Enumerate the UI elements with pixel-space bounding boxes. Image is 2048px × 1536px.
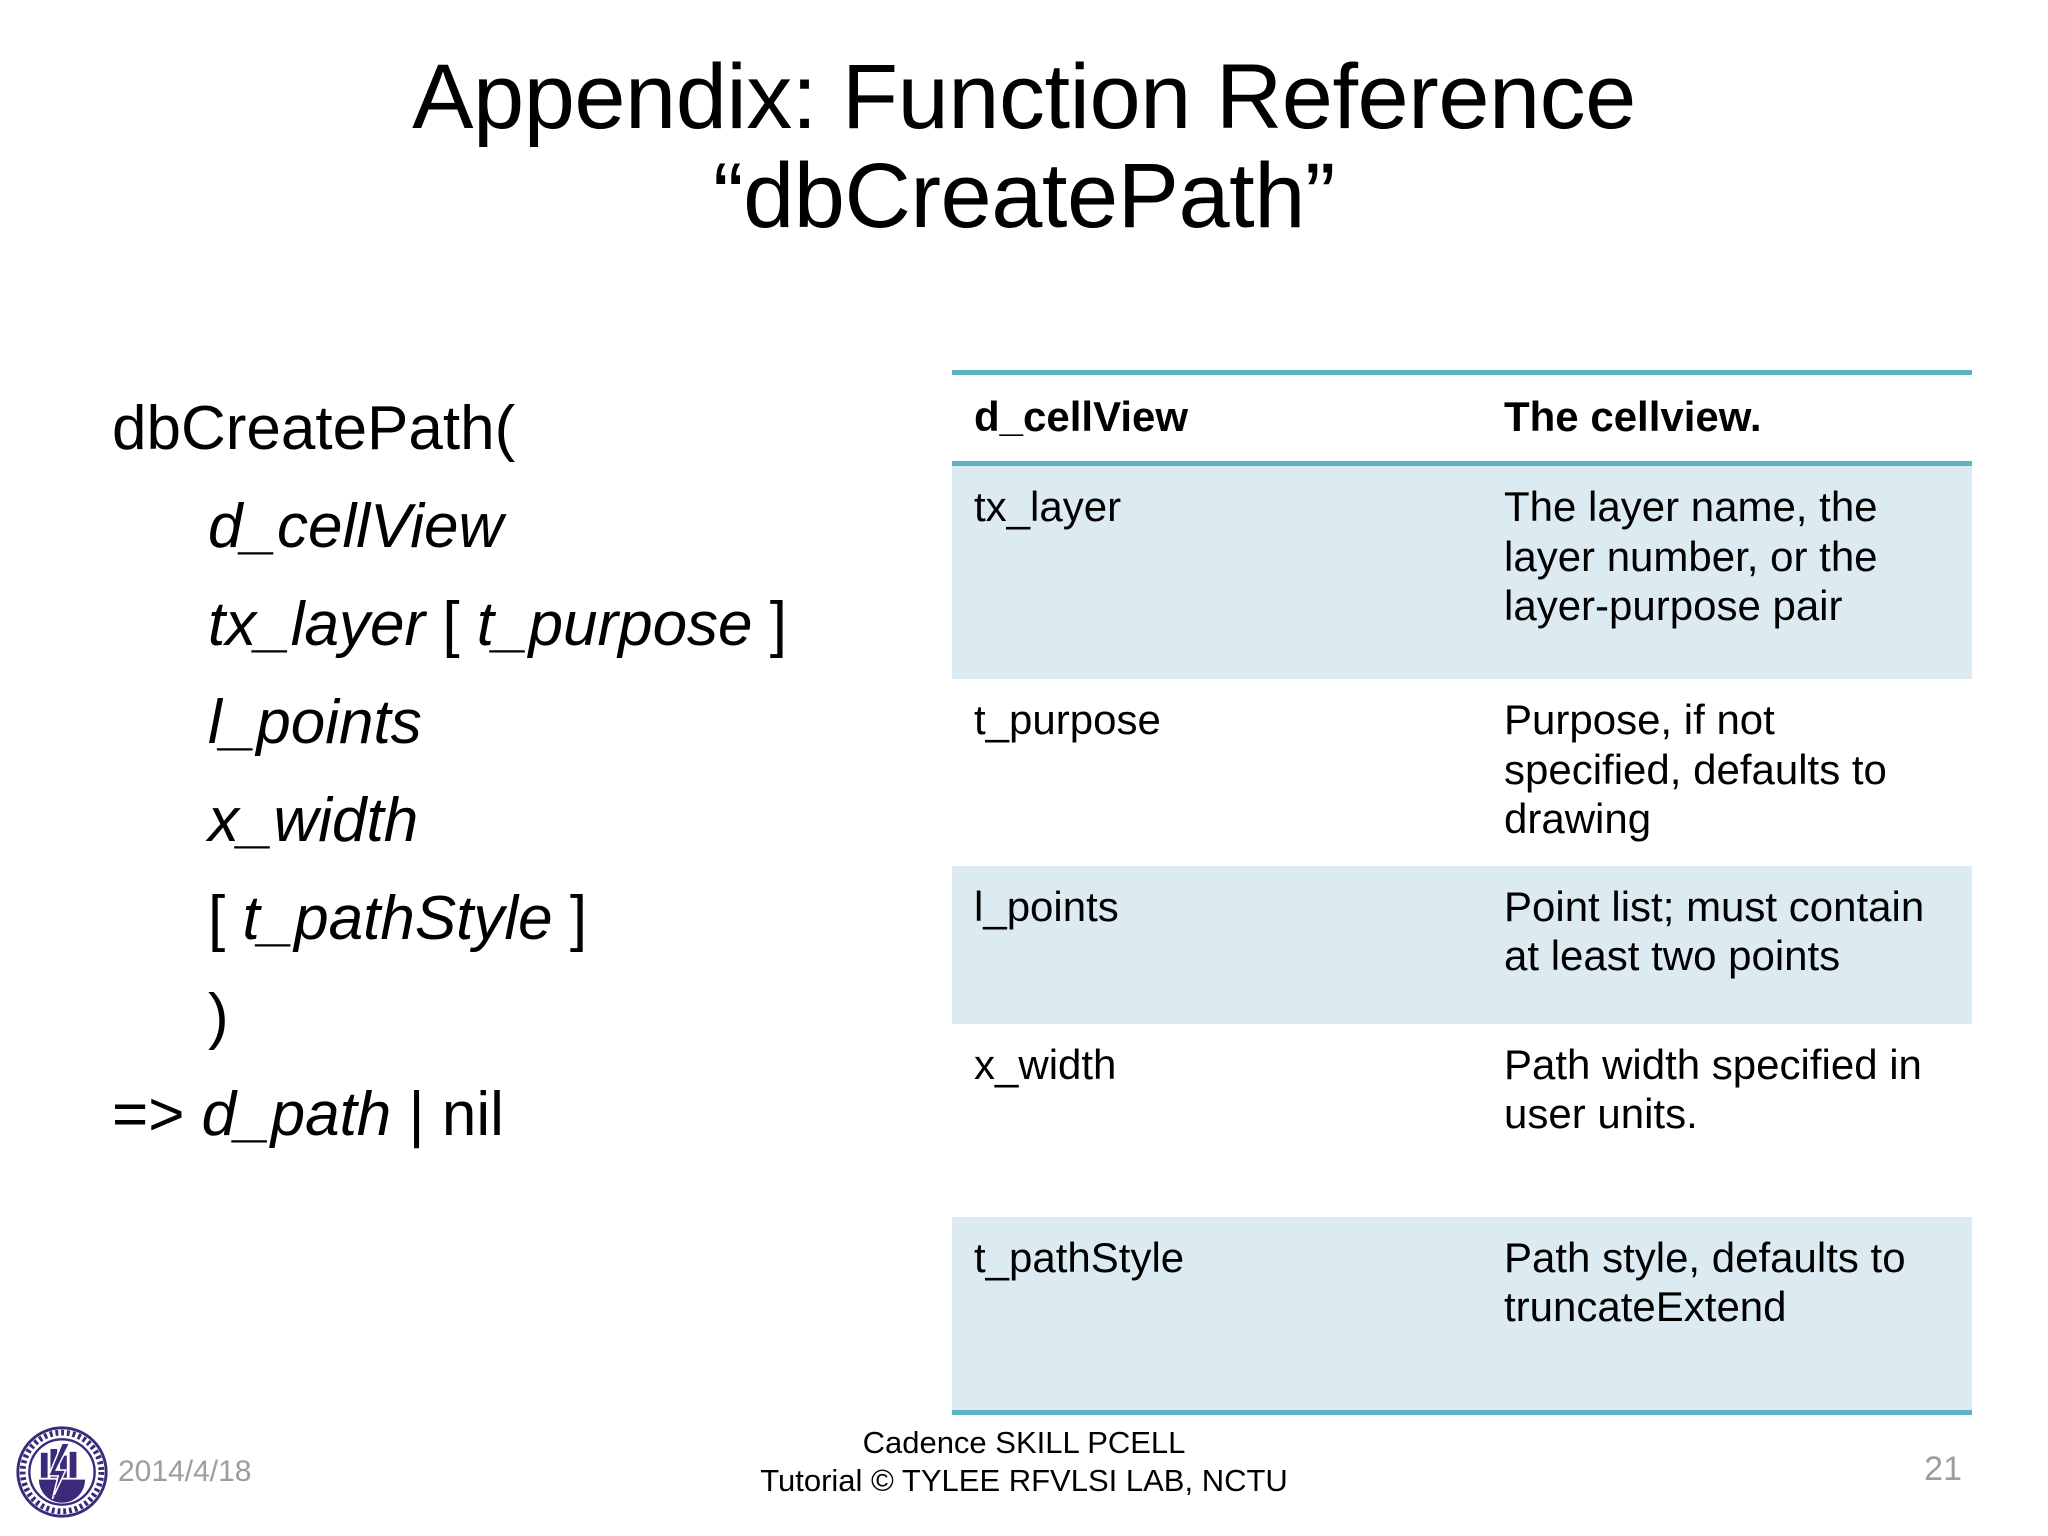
title-line-2: “dbCreatePath” <box>713 145 1336 248</box>
header-cell-description: The cellview. <box>1482 370 1972 466</box>
table-row: x_width Path width specified in user uni… <box>952 1023 1972 1217</box>
cell-param-description: Point list; must contain at least two po… <box>1482 865 1972 1024</box>
signature-line-return: => d_path | nil <box>112 1066 832 1164</box>
nctu-seal-logo: 1896 <box>14 1424 110 1520</box>
page-number: 21 <box>1924 1450 1962 1488</box>
arg-t-purpose: t_purpose <box>476 590 753 659</box>
close-paren: ) <box>208 982 229 1051</box>
cell-param-description: The layer name, the layer number, or the… <box>1482 463 1972 679</box>
bracket-open-pathstyle: [ <box>208 884 243 953</box>
footer-line-1: Cadence SKILL PCELL <box>862 1425 1186 1460</box>
signature-line-t-pathstyle: [ t_pathStyle ] <box>112 870 832 968</box>
signature-line-l-points: l_points <box>112 674 832 772</box>
cell-param-name: t_purpose <box>952 679 1482 866</box>
parameter-table: d_cellView The cellview. tx_layer The la… <box>952 370 1972 1415</box>
return-value-nil: | nil <box>391 1080 504 1149</box>
table-row: tx_layer The layer name, the layer numbe… <box>952 463 1972 679</box>
cell-param-description: Purpose, if not specified, defaults to d… <box>1482 679 1972 866</box>
header-cell-name: d_cellView <box>952 370 1482 466</box>
bracket-close-pathstyle: ] <box>552 884 588 953</box>
cell-param-name: t_pathStyle <box>952 1216 1482 1415</box>
cell-param-name: tx_layer <box>952 463 1482 679</box>
cell-param-name: l_points <box>952 865 1482 1024</box>
title-line-1: Appendix: Function Reference <box>412 46 1636 148</box>
svg-text:1896: 1896 <box>52 1493 71 1503</box>
arg-tx-layer: tx_layer <box>208 590 426 659</box>
signature-line-x-width: x_width <box>112 772 832 870</box>
table-body: tx_layer The layer name, the layer numbe… <box>952 463 1972 1415</box>
footer-line-2: Tutorial © TYLEE RFVLSI LAB, NCTU <box>760 1463 1288 1498</box>
signature-line-open: dbCreatePath( <box>112 380 832 478</box>
page-title: Appendix: Function Reference “dbCreatePa… <box>0 46 2048 248</box>
signature-line-tx-layer: tx_layer [ t_purpose ] <box>112 576 832 674</box>
cell-param-name: x_width <box>952 1023 1482 1217</box>
table-row: t_pathStyle Path style, defaults to trun… <box>952 1216 1972 1415</box>
bracket-close-purpose: ] <box>752 590 787 659</box>
footer-date: 2014/4/18 <box>118 1455 252 1488</box>
arg-x-width: x_width <box>208 786 419 855</box>
signature-function-name: dbCreatePath( <box>112 394 516 463</box>
table-header: d_cellView The cellview. <box>952 370 1972 466</box>
signature-line-close-paren: ) <box>112 968 832 1066</box>
footer-attribution: Cadence SKILL PCELL Tutorial © TYLEE RFV… <box>0 1424 2048 1500</box>
cell-param-description: Path style, defaults to truncateExtend <box>1482 1216 1972 1415</box>
signature-line-d-cellview: d_cellView <box>112 478 832 576</box>
arg-d-cellview: d_cellView <box>208 492 504 561</box>
return-arrow: => <box>112 1080 202 1149</box>
arg-t-pathstyle: t_pathStyle <box>242 884 553 953</box>
return-value-d-path: d_path <box>201 1080 392 1149</box>
table-header-row: d_cellView The cellview. <box>952 370 1972 466</box>
table-row: t_purpose Purpose, if not specified, def… <box>952 679 1972 866</box>
table-row: l_points Point list; must contain at lea… <box>952 865 1972 1024</box>
function-signature-block: dbCreatePath( d_cellView tx_layer [ t_pu… <box>112 380 832 1164</box>
cell-param-description: Path width specified in user units. <box>1482 1023 1972 1217</box>
bracket-open-purpose: [ <box>425 590 477 659</box>
arg-l-points: l_points <box>208 688 422 757</box>
